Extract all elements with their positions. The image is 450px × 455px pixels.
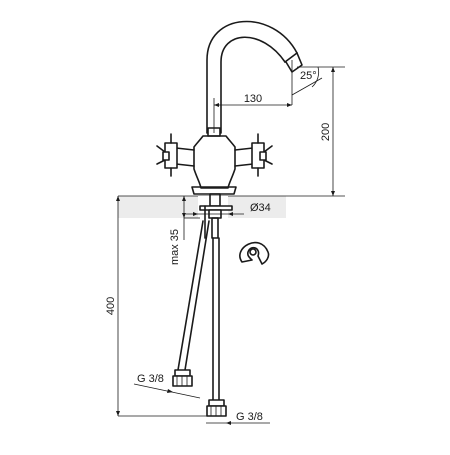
right-thread-callout: G 3/8 [206, 411, 270, 425]
deck-thickness-dimension: max 35 [169, 196, 200, 265]
spout-angle-dimension: 25° [291, 60, 345, 105]
left-thread-callout: G 3/8 [133, 373, 201, 399]
spout-height-dimension: 200 [320, 67, 335, 196]
mixer-body [191, 135, 237, 195]
right-hose-fitting [206, 399, 227, 417]
left-hose-fitting [172, 369, 193, 387]
left-thread-label: G 3/8 [137, 373, 164, 385]
hole-diameter-dimension: Ø34 [186, 202, 271, 216]
horseshoe-washer-icon [239, 241, 270, 265]
hose-length-label: 400 [105, 297, 117, 315]
left-handle [156, 133, 195, 177]
right-handle [234, 133, 273, 177]
spout-reach-label: 130 [244, 93, 262, 105]
spout-angle-label: 25° [300, 70, 317, 82]
spout-height-label: 200 [320, 123, 332, 141]
hose-length-dimension: 400 [105, 196, 222, 417]
spout-reach-dimension: 130 [213, 93, 292, 133]
right-thread-label: G 3/8 [236, 411, 263, 423]
spout [206, 20, 303, 137]
hole-diameter-label: Ø34 [250, 202, 271, 214]
deck-thickness-label: max 35 [169, 229, 181, 265]
hoses [177, 220, 220, 401]
